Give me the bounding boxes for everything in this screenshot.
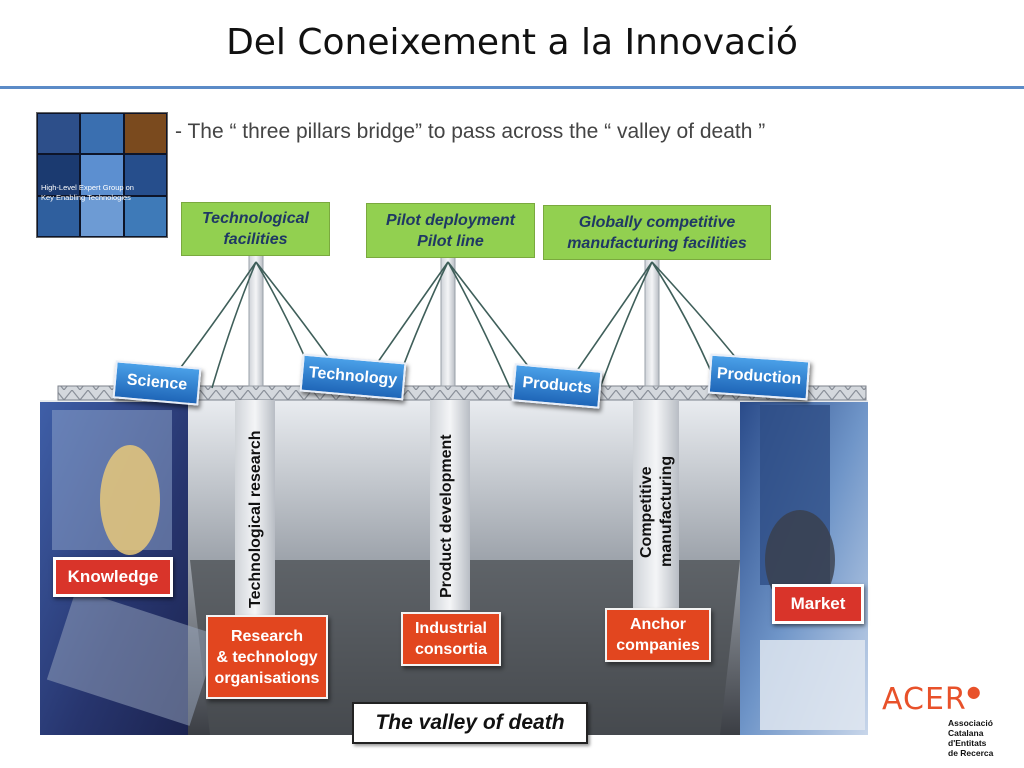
thumbnail-caption: High-Level Expert Group on Key Enabling … — [41, 183, 161, 203]
calculator-scene — [760, 640, 865, 730]
keyboard-scene — [46, 589, 219, 726]
hlg-ket-thumbnail: High-Level Expert Group on Key Enabling … — [36, 112, 168, 238]
market-label: Market — [772, 584, 864, 624]
tower-label-3-line2: manufacturing facilities — [567, 234, 747, 252]
acer-logo-brand: ACER — [882, 682, 967, 717]
pillar-text-product-development: Product development — [438, 434, 455, 598]
tower-label-2-line1: Pilot deployment — [386, 211, 515, 229]
valley-of-death-label: The valley of death — [352, 702, 588, 744]
base-1-line2: & technology — [216, 648, 318, 666]
base-industrial-consortia: Industrial consortia — [401, 612, 501, 666]
tower-3 — [644, 257, 660, 387]
tower-label-pilot-deployment: Pilot deployment Pilot line — [366, 203, 535, 258]
bridge-label-products: Products — [511, 363, 603, 409]
acer-line4: de Recerca — [948, 748, 994, 758]
bridge-label-science: Science — [112, 360, 202, 406]
tower-label-3-line1: Globally competitive — [578, 213, 736, 231]
thumbnail-caption-line2: Key Enabling Technologies — [41, 193, 131, 202]
base-anchor-companies: Anchor companies — [605, 608, 711, 662]
acer-line2: Catalana — [948, 728, 984, 738]
tower-label-technological-facilities: Technological facilities — [181, 202, 330, 256]
base-2-line2: consortia — [414, 641, 487, 658]
acer-line1: Associació — [948, 718, 993, 728]
knowledge-label: Knowledge — [53, 557, 173, 597]
pillar-2-lower — [430, 400, 470, 610]
pillar-text-technological-research: Technological research — [247, 430, 264, 608]
base-1-line1: Research — [230, 627, 304, 645]
tower-label-2-line2: Pilot line — [417, 232, 484, 250]
base-research-technology-organisations: Research & technology organisations — [206, 615, 328, 699]
acer-line3: d'Entitats — [948, 738, 987, 748]
base-1-line3: organisations — [214, 669, 320, 687]
bridge-label-production: Production — [707, 353, 811, 401]
pillar-3-lower — [633, 400, 679, 610]
pillar-text-competitive: Competitive — [638, 466, 655, 558]
lab-worker — [100, 445, 160, 555]
base-2-line1: Industrial — [414, 620, 487, 637]
acer-organisation-name: Associació Catalana d'Entitats de Recerc… — [948, 718, 1024, 758]
base-3-line1: Anchor — [630, 616, 686, 633]
tower-label-1-line1: Technological — [202, 210, 309, 227]
tower-2 — [440, 255, 456, 387]
tower-label-globally-competitive: Globally competitive manufacturing facil… — [543, 205, 771, 260]
thumbnail-caption-line1: High-Level Expert Group on — [41, 183, 134, 192]
title-divider — [0, 86, 1024, 89]
page-title: Del Coneixement a la Innovació — [226, 22, 798, 63]
pillar-text-manufacturing: manufacturing — [658, 455, 675, 567]
tower-label-1-line2: facilities — [223, 231, 288, 248]
thumbnail-mosaic — [37, 113, 167, 237]
base-3-line2: companies — [616, 637, 700, 654]
pillar-1-lower — [235, 400, 275, 615]
acer-logo: ACER● — [882, 682, 1002, 722]
acer-logo-mark: ● — [966, 682, 982, 701]
subtitle: - The “ three pillars bridge” to pass ac… — [175, 120, 766, 143]
